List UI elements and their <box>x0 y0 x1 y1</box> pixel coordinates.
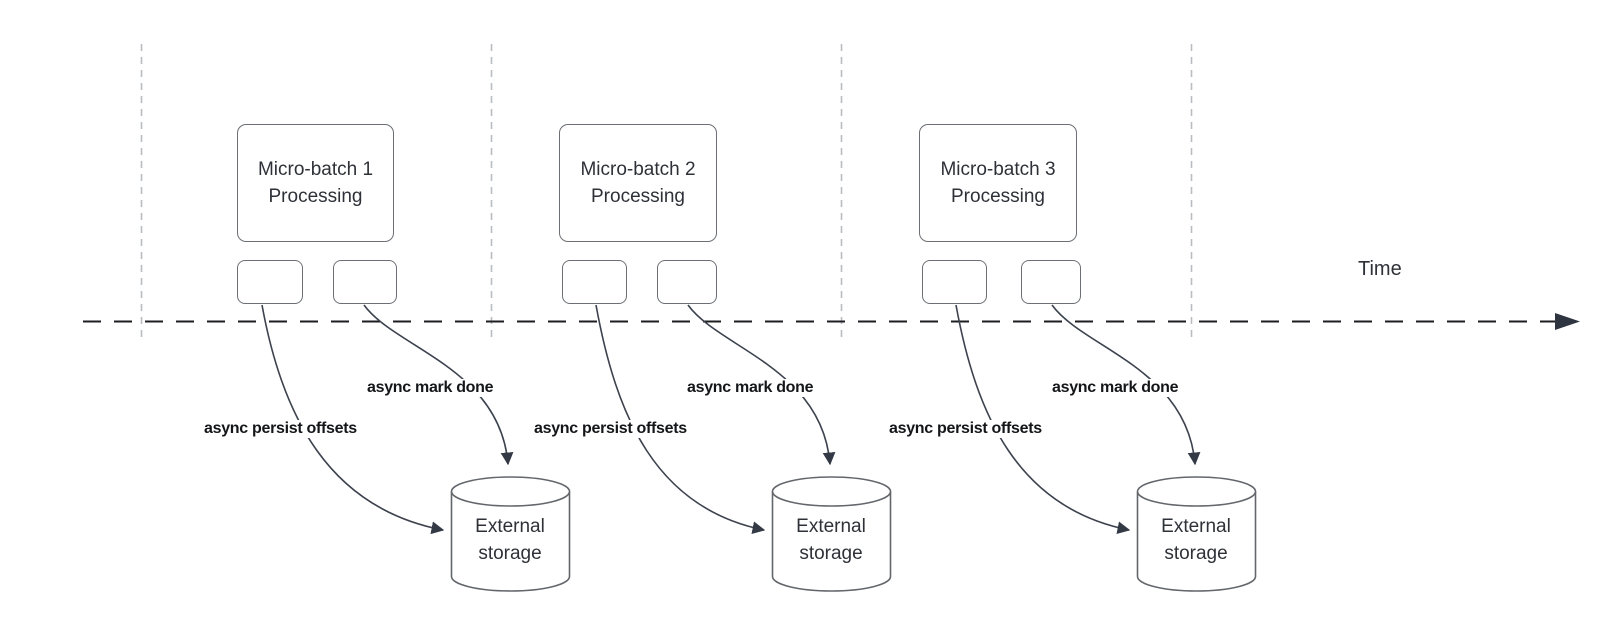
time-axis-label: Time <box>1358 258 1402 280</box>
micro-batch-2-processing-box: Micro-batch 2 Processing <box>559 124 717 242</box>
external-storage-cylinder <box>450 476 571 592</box>
mark-done-arrow <box>687 304 836 466</box>
external-storage-cylinder <box>1136 476 1257 592</box>
mark-done-box <box>657 260 717 304</box>
mark-done-arrow <box>1051 304 1201 466</box>
mark-done-box <box>1021 260 1081 304</box>
micro-batch-2-label-line2: Processing <box>591 186 685 207</box>
external-storage-label: External storage <box>475 516 545 564</box>
async-persist-offsets-label: async persist offsets <box>531 420 690 438</box>
external-storage-label: External storage <box>796 516 866 564</box>
external-storage-cylinder <box>771 476 892 592</box>
mark-done-box <box>333 260 397 304</box>
async-mark-done-label: async mark done <box>1049 379 1182 397</box>
external-storage-label: External storage <box>1161 516 1231 564</box>
micro-batch-1-label-line2: Processing <box>268 186 363 207</box>
micro-batch-3-processing-box: Micro-batch 3 Processing <box>919 124 1077 242</box>
persist-offsets-arrow <box>595 304 766 534</box>
persist-offsets-arrow <box>955 304 1131 535</box>
micro-batch-1-label-line1: Micro-batch 1 <box>257 159 374 180</box>
offset-commit-box <box>922 260 987 304</box>
micro-batch-2-label-line1: Micro-batch 2 <box>580 159 696 180</box>
mark-done-arrow <box>363 304 514 466</box>
async-mark-done-label: async mark done <box>364 379 497 397</box>
micro-batch-1-processing-box: Micro-batch 1 Processing <box>237 124 394 242</box>
micro-batch-3-label-line1: Micro-batch 3 <box>940 159 1056 180</box>
time-axis-arrowhead-icon <box>1555 313 1580 330</box>
offset-commit-box <box>562 260 627 304</box>
async-mark-done-label: async mark done <box>684 379 817 397</box>
async-persist-offsets-label: async persist offsets <box>201 420 360 438</box>
offset-commit-box <box>237 260 303 304</box>
persist-offsets-arrow <box>261 304 445 535</box>
async-persist-offsets-label: async persist offsets <box>886 420 1045 438</box>
micro-batch-3-label-line2: Processing <box>951 186 1045 207</box>
